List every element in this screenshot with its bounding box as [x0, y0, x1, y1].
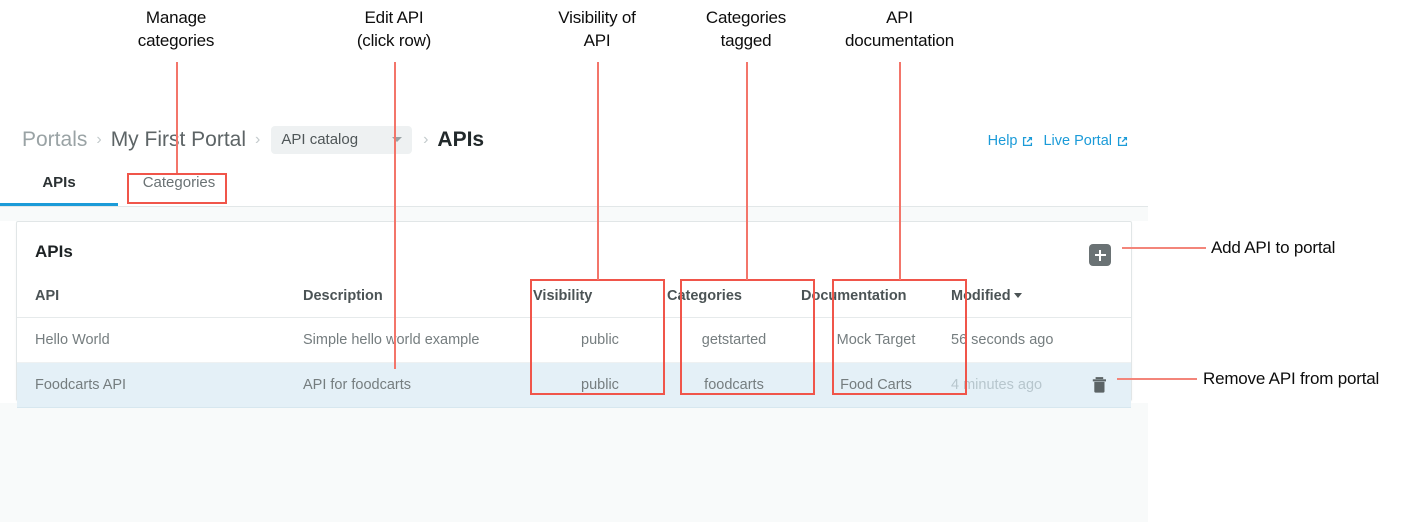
column-header-modified-label: Modified: [951, 288, 1011, 304]
annotation-line-visibility: [597, 62, 599, 280]
column-header-modified[interactable]: Modified: [951, 284, 1131, 318]
annotation-remove-api-from-portal: Remove API from portal: [1203, 369, 1380, 388]
annotation-manage-categories: Manage categories: [137, 8, 215, 50]
table-row[interactable]: Hello World Simple hello world example p…: [17, 317, 1131, 363]
breadcrumb-separator: ›: [255, 131, 261, 148]
breadcrumb-catalog-select-label: API catalog: [281, 131, 359, 148]
tab-categories[interactable]: Categories: [142, 174, 216, 191]
column-header-api[interactable]: API: [17, 284, 303, 318]
cell-modified: 4 minutes ago: [951, 362, 1131, 408]
cell-description: API for foodcarts: [303, 362, 533, 408]
apis-card: APIs API Description Visibility Categori…: [16, 221, 1132, 408]
live-portal-link[interactable]: Live Portal: [1043, 133, 1129, 149]
column-header-documentation[interactable]: Documentation: [801, 284, 951, 318]
cell-categories: foodcarts: [667, 362, 801, 408]
help-link-label: Help: [987, 133, 1018, 149]
annotation-line-api-documentation: [899, 62, 901, 280]
external-link-icon: [1021, 135, 1034, 148]
cell-description: Simple hello world example: [303, 317, 533, 363]
annotation-api-documentation: API documentation: [845, 8, 954, 50]
cell-documentation: Food Carts: [801, 362, 951, 408]
annotation-line-manage-categories: [176, 62, 178, 173]
external-link-icon: [1116, 135, 1129, 148]
portal-admin-screen: Portals › My First Portal › API catalog …: [0, 103, 1148, 522]
apis-table: API Description Visibility Categories Do…: [17, 284, 1131, 408]
column-header-description[interactable]: Description: [303, 284, 533, 318]
tab-apis[interactable]: APIs: [0, 164, 118, 206]
add-api-button[interactable]: [1089, 244, 1111, 266]
header-links: Help Live Portal: [988, 133, 1129, 149]
cell-documentation: Mock Target: [801, 317, 951, 363]
cell-categories: getstarted: [667, 317, 801, 363]
cell-visibility: public: [533, 317, 667, 363]
tab-bar: APIs Categories: [0, 164, 1148, 207]
cell-modified: 56 seconds ago: [951, 317, 1131, 363]
breadcrumb-catalog-select[interactable]: API catalog: [271, 126, 413, 154]
trash-icon[interactable]: [1092, 377, 1107, 394]
column-header-visibility[interactable]: Visibility: [533, 284, 667, 318]
cell-modified-label: 56 seconds ago: [951, 332, 1054, 348]
breadcrumb-item-portals[interactable]: Portals: [22, 128, 88, 151]
annotation-line-edit-api: [394, 62, 396, 369]
breadcrumb-separator: ›: [96, 131, 102, 148]
cell-modified-label: 4 minutes ago: [951, 377, 1043, 393]
annotation-edit-api: Edit API (click row): [356, 8, 432, 50]
annotation-line-categories-tagged: [746, 62, 748, 280]
plus-icon: [1098, 249, 1102, 261]
cell-visibility: public: [533, 362, 667, 408]
breadcrumb-item-my-first-portal[interactable]: My First Portal: [110, 128, 247, 151]
breadcrumb: Portals › My First Portal › API catalog …: [22, 123, 484, 157]
annotation-visibility-of-api: Visibility of API: [558, 8, 636, 50]
cell-api: Foodcarts API: [17, 362, 303, 408]
table-header-row: API Description Visibility Categories Do…: [17, 284, 1131, 318]
page-background-top: [0, 206, 1148, 221]
annotation-add-api-to-portal: Add API to portal: [1211, 238, 1336, 257]
annotation-line-remove-api: [1117, 378, 1197, 380]
annotation-line-add-api: [1122, 247, 1206, 249]
breadcrumb-separator: ›: [423, 131, 429, 148]
help-link[interactable]: Help: [988, 133, 1035, 149]
breadcrumb-item-apis: APIs: [437, 128, 485, 151]
chevron-down-icon: [392, 137, 403, 142]
column-header-categories[interactable]: Categories: [667, 284, 801, 318]
cell-api: Hello World: [17, 317, 303, 363]
sort-descending-icon: [1013, 293, 1022, 298]
card-title: APIs: [35, 242, 73, 261]
annotation-categories-tagged: Categories tagged: [705, 8, 787, 50]
page-background-below: [0, 403, 1148, 522]
live-portal-link-label: Live Portal: [1043, 133, 1112, 149]
table-row[interactable]: Foodcarts API API for foodcarts public f…: [17, 362, 1131, 408]
